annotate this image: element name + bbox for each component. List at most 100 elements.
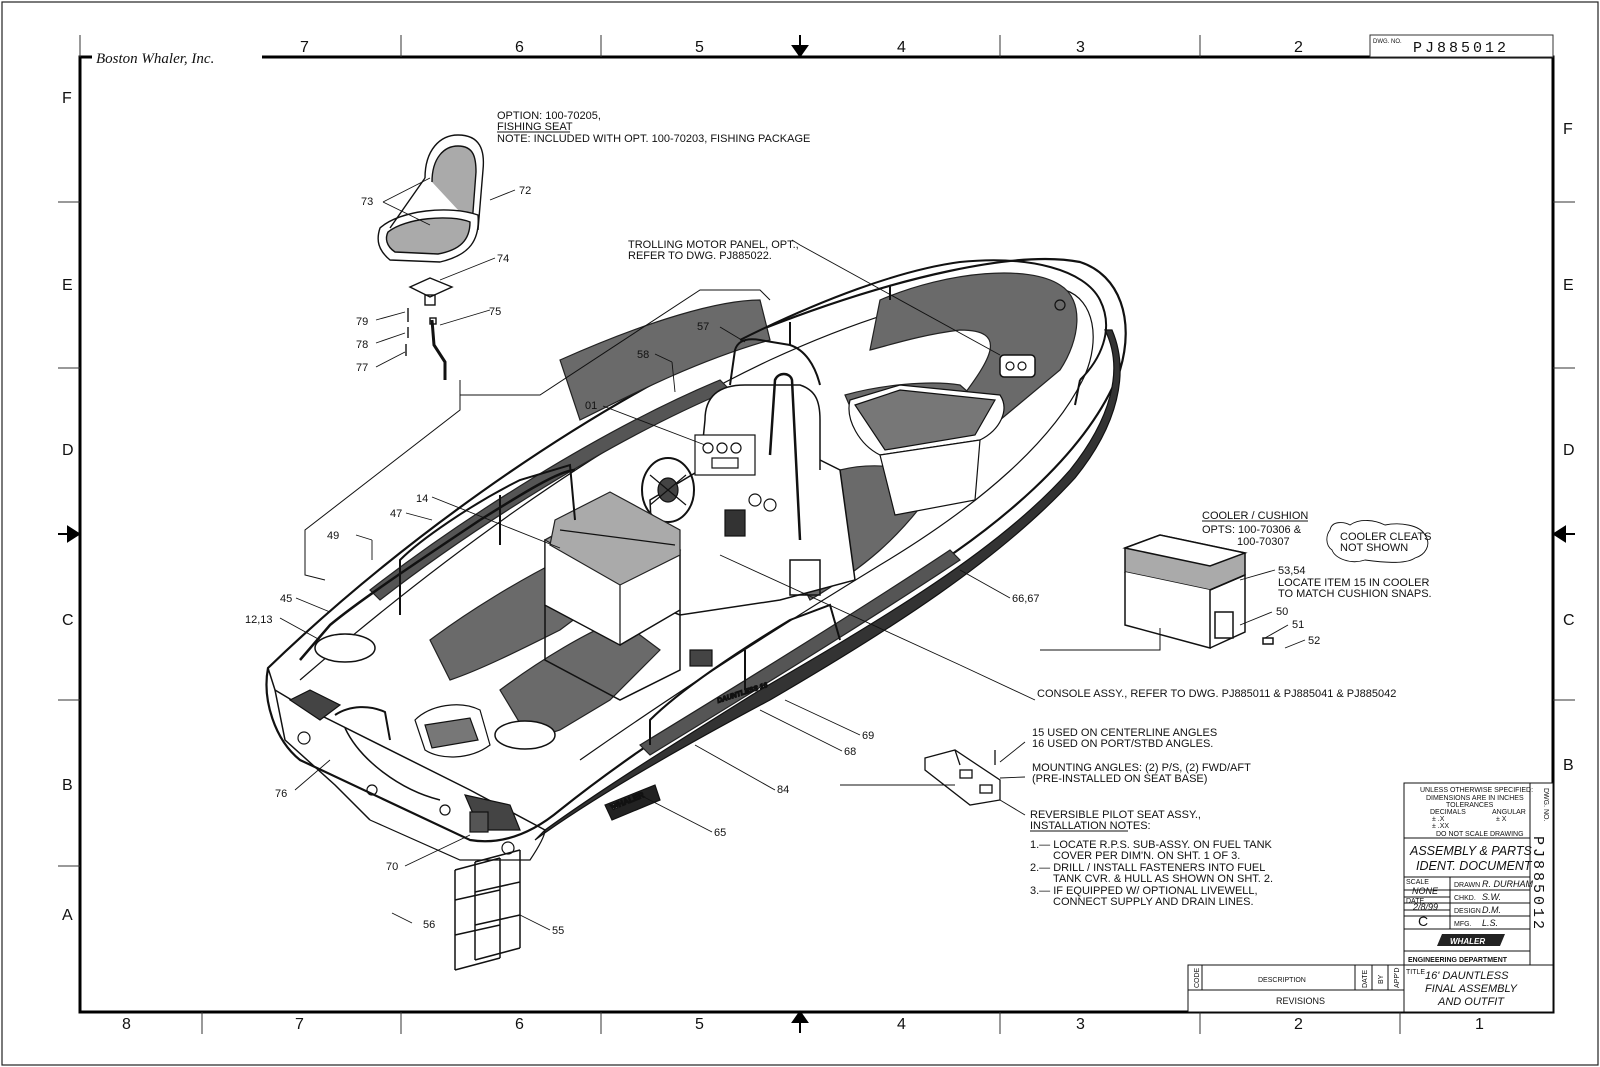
svg-text:IDENT. DOCUMENT: IDENT. DOCUMENT (1416, 859, 1533, 873)
svg-text:B: B (62, 777, 73, 794)
svg-text:5: 5 (695, 39, 704, 56)
svg-text:F: F (62, 90, 72, 107)
svg-text:INSTALLATION NOTES:: INSTALLATION NOTES: (1030, 820, 1151, 832)
cooler (1122, 534, 1274, 649)
svg-text:B: B (1563, 757, 1574, 774)
svg-text:COVER PER DIM'N. ON SHT. 1 OF: COVER PER DIM'N. ON SHT. 1 OF 3. (1053, 850, 1240, 862)
svg-text:DWG. NO.: DWG. NO. (1373, 39, 1402, 45)
svg-text:A: A (62, 907, 73, 924)
svg-text:57: 57 (697, 321, 709, 333)
doc-title: ASSEMBLY & PARTS (1409, 844, 1532, 858)
callouts: 73 72 74 75 79 78 77 57 58 01 14 47 49 4… (245, 185, 1320, 937)
svg-text:79: 79 (356, 316, 368, 328)
svg-text:2: 2 (1294, 1016, 1303, 1033)
svg-text:14: 14 (416, 493, 428, 505)
svg-text:68: 68 (844, 746, 856, 758)
svg-text:ENGINEERING DEPARTMENT: ENGINEERING DEPARTMENT (1408, 957, 1508, 964)
svg-text:AND OUTFIT: AND OUTFIT (1437, 996, 1505, 1008)
svg-text:D: D (62, 442, 74, 459)
svg-text:6: 6 (515, 1016, 524, 1033)
boarding-ladder (454, 849, 521, 971)
svg-text:45: 45 (280, 593, 292, 605)
svg-text:DRAWN: DRAWN (1454, 882, 1480, 889)
svg-text:4: 4 (897, 39, 906, 56)
svg-text:6: 6 (515, 39, 524, 56)
svg-text:73: 73 (361, 196, 373, 208)
svg-text:69: 69 (862, 730, 874, 742)
svg-text:UNLESS OTHERWISE SPECIFIED:: UNLESS OTHERWISE SPECIFIED: (1420, 787, 1533, 794)
svg-text:FISHING SEAT: FISHING SEAT (497, 121, 573, 133)
svg-text:DESCRIPTION: DESCRIPTION (1258, 977, 1306, 984)
svg-text:NOTE: INCLUDED WITH OPT. 100-7: NOTE: INCLUDED WITH OPT. 100-70203, FISH… (497, 133, 810, 145)
svg-text:47: 47 (390, 508, 402, 520)
mounting-angle-detail (924, 749, 1001, 806)
drawing-title: 16' DAUNTLESS (1425, 970, 1509, 982)
svg-text:DIMENSIONS ARE IN INCHES: DIMENSIONS ARE IN INCHES (1426, 795, 1524, 802)
svg-text:BY: BY (1378, 974, 1385, 984)
svg-text:78: 78 (356, 339, 368, 351)
leader-lines (279, 177, 1306, 931)
svg-text:D: D (1563, 442, 1575, 459)
svg-text:01: 01 (585, 400, 597, 412)
svg-text:DECIMALS: DECIMALS (1430, 809, 1466, 816)
svg-text:TITLE: TITLE (1406, 969, 1425, 976)
zone-numbers-bottom: 8 7 6 5 4 3 2 1 (122, 1016, 1484, 1033)
svg-text:55: 55 (552, 925, 564, 937)
svg-text:OPTION: 100-70205,: OPTION: 100-70205, (497, 110, 601, 122)
revisions-label: REVISIONS (1276, 996, 1325, 1006)
svg-text:NOT SHOWN: NOT SHOWN (1340, 542, 1408, 554)
svg-text:2.— DRILL / INSTALL FASTENERS: 2.— DRILL / INSTALL FASTENERS INTO FUEL (1030, 862, 1265, 874)
svg-text:REVERSIBLE PILOT SEAT ASSY.,: REVERSIBLE PILOT SEAT ASSY., (1030, 809, 1201, 821)
svg-text:72: 72 (519, 185, 531, 197)
svg-text:COOLER / CUSHION: COOLER / CUSHION (1202, 510, 1308, 522)
svg-text:12,13: 12,13 (245, 614, 273, 626)
svg-text:7: 7 (300, 39, 309, 56)
svg-text:8: 8 (122, 1016, 131, 1033)
svg-text:3: 3 (1076, 39, 1085, 56)
svg-text:3.— IF EQUIPPED W/ OPTIONAL LI: 3.— IF EQUIPPED W/ OPTIONAL LIVEWELL, (1030, 885, 1258, 897)
grouping-brackets (304, 289, 1161, 786)
dwg-no-box (1369, 34, 1554, 58)
svg-text:TO MATCH CUSHION SNAPS.: TO MATCH CUSHION SNAPS. (1278, 588, 1432, 600)
zone-numbers-top: 7 6 5 4 3 2 (300, 39, 1303, 56)
svg-text:2: 2 (1294, 39, 1303, 56)
svg-text:CODE: CODE (1194, 967, 1201, 988)
svg-text:LOCATE ITEM 15 IN COOLER: LOCATE ITEM 15 IN COOLER (1278, 577, 1429, 589)
svg-text:TROLLING MOTOR PANEL, OPT.,: TROLLING MOTOR PANEL, OPT., (628, 239, 799, 251)
svg-text:ANGULAR: ANGULAR (1492, 809, 1526, 816)
svg-text:± .XX: ± .XX (1432, 823, 1449, 830)
svg-text:OPTS: 100-70306 &: OPTS: 100-70306 & (1202, 524, 1302, 536)
svg-text:± X: ± X (1496, 816, 1507, 823)
svg-text:FINAL ASSEMBLY: FINAL ASSEMBLY (1425, 983, 1518, 995)
svg-text:(PRE-INSTALLED ON SEAT BASE): (PRE-INSTALLED ON SEAT BASE) (1032, 773, 1207, 785)
svg-text:R. DURHAM: R. DURHAM (1482, 879, 1534, 889)
side-dwg-number: PJ885012 (1529, 836, 1546, 932)
center-arrows (58, 35, 1575, 1033)
title-block-text: UNLESS OTHERWISE SPECIFIED: DIMENSIONS A… (1194, 787, 1549, 1008)
svg-text:51: 51 (1292, 619, 1304, 631)
svg-text:53,54: 53,54 (1278, 565, 1306, 577)
svg-text:65: 65 (714, 827, 726, 839)
dwg-number: PJ885012 (1413, 40, 1509, 57)
svg-text:15 USED ON CENTERLINE ANGLES: 15 USED ON CENTERLINE ANGLES (1032, 727, 1217, 739)
svg-text:70: 70 (386, 861, 398, 873)
svg-text:NONE: NONE (1412, 886, 1439, 896)
svg-text:D.M.: D.M. (1482, 905, 1501, 915)
company-name: Boston Whaler, Inc. (96, 51, 214, 67)
svg-text:2/8/99: 2/8/99 (1412, 902, 1438, 912)
svg-text:CONSOLE ASSY., REFER TO DWG. P: CONSOLE ASSY., REFER TO DWG. PJ885011 & … (1037, 688, 1396, 700)
svg-text:C: C (1563, 612, 1575, 629)
title-block (1187, 782, 1554, 1013)
fishing-seat (377, 134, 485, 380)
svg-text:50: 50 (1276, 606, 1288, 618)
zone-letters-left: F E D C B A (62, 90, 74, 924)
svg-text:1: 1 (1475, 1016, 1484, 1033)
svg-text:100-70307: 100-70307 (1237, 536, 1290, 548)
svg-text:C: C (1418, 913, 1428, 929)
svg-text:C: C (62, 612, 74, 629)
svg-text:DESIGN: DESIGN (1454, 908, 1481, 915)
svg-text:REFER TO DWG. PJ885022.: REFER TO DWG. PJ885022. (628, 250, 772, 262)
svg-text:F: F (1563, 121, 1573, 138)
svg-text:S.W.: S.W. (1482, 892, 1501, 902)
zone-dividers (58, 35, 1575, 1034)
